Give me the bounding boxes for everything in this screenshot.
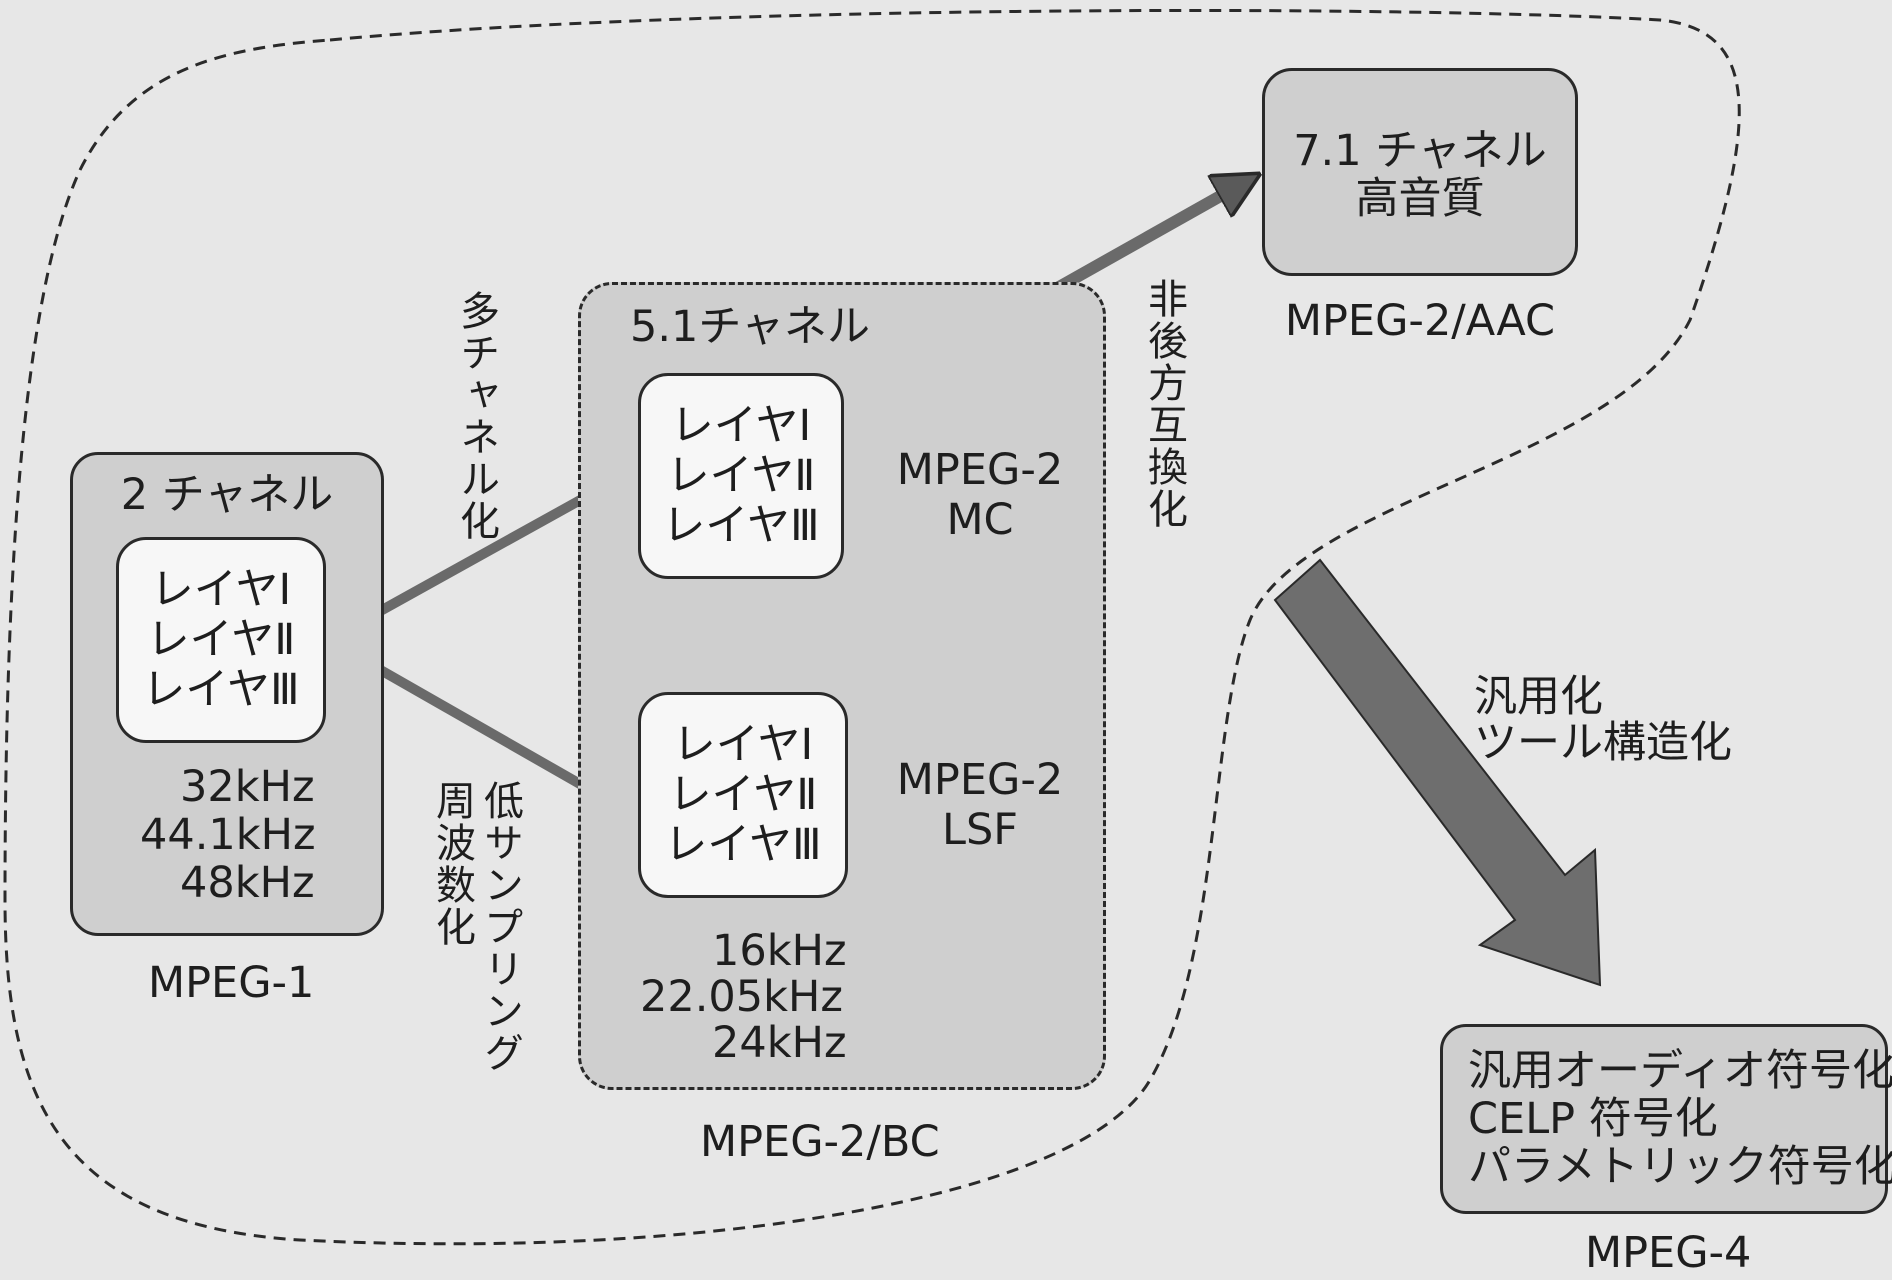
mpeg2-lsf-layers-box: レイヤⅠ レイヤⅡ レイヤⅢ [638,692,848,898]
mpeg1-caption: MPEG-1 [148,958,315,1008]
layer-label: レイヤⅡ [666,451,816,501]
mpeg2-mc-layers-box: レイヤⅠ レイヤⅡ レイヤⅢ [638,373,844,579]
mpeg4-line: CELP 符号化 [1468,1094,1718,1144]
mpeg2-lsf-label: MPEG-2 LSF [880,755,1080,855]
non-compat-label: 非後方互換化 [1141,278,1187,530]
mpeg2-rate: 16kHz [712,926,847,976]
mpeg2-mc-label: MPEG-2 MC [880,445,1080,545]
mpeg4-box [1440,1024,1888,1214]
mpeg2-rate: 24kHz [712,1018,847,1068]
mpeg2-channel-label: 5.1チャネル [630,302,870,352]
aac-caption: MPEG-2/AAC [1284,296,1556,346]
lsf-label-line: MPEG-2 [896,755,1064,805]
aac-box [1262,68,1578,276]
arrow-generalization [1273,558,1602,987]
mc-label-line: MPEG-2 [896,445,1064,495]
mpeg1-rate: 48kHz [180,858,315,908]
mpeg1-channel-label: 2 チャネル [120,470,334,520]
mc-label-line: MC [946,495,1014,545]
layer-label: レイヤⅡ [668,770,818,820]
layer-label: レイヤⅢ [142,665,300,715]
layer-label: レイヤⅠ [672,720,814,770]
layer-label: レイヤⅢ [664,820,822,870]
mpeg4-line: パラメトリック符号化 [1468,1142,1892,1192]
layer-label: レイヤⅠ [670,401,812,451]
mpeg4-line: 汎用オーディオ符号化 [1468,1046,1892,1096]
layer-label: レイヤⅢ [662,501,820,551]
general-label-1: 汎用化 [1474,672,1603,722]
mpeg1-layers-box: レイヤⅠ レイヤⅡ レイヤⅢ [116,537,326,743]
mpeg2-bc-caption: MPEG-2/BC [700,1117,940,1167]
mpeg1-rate: 32kHz [180,762,315,812]
multichannel-label: 多チャネル化 [453,290,499,542]
mpeg2-rate: 22.05kHz [640,972,843,1022]
low-sampling-label-2: 周波数化 [429,780,475,948]
lsf-label-line: LSF [942,805,1018,855]
mpeg4-caption: MPEG-4 [1585,1228,1752,1278]
aac-line: 7.1 チャネル [1293,126,1547,176]
mpeg1-2-region-boundary [3,8,1741,1246]
layer-label: レイヤⅠ [150,565,292,615]
general-label-2: ツール構造化 [1474,718,1732,768]
layer-label: レイヤⅡ [146,615,296,665]
mpeg1-rate: 44.1kHz [140,810,316,860]
low-sampling-label-1: 低サンプリング [477,780,523,1074]
aac-line: 高音質 [1355,174,1485,224]
